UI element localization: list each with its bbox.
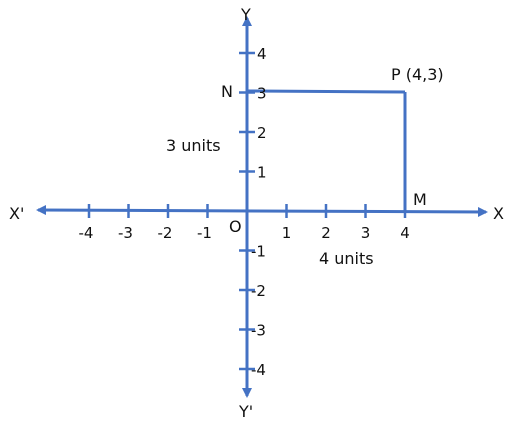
tick-marks [87,51,407,371]
x-tick-label: 4 [400,224,410,242]
y-tick-label: 2 [257,124,267,142]
y-tick-label: 1 [257,164,267,182]
x-tick-label: -2 [158,224,173,242]
origin-label: O [229,217,242,236]
x-tick-label: -4 [79,224,94,242]
y-tick-label: -1 [251,243,266,261]
x-negative-label: X' [9,204,24,223]
x-tick-label: -1 [197,224,212,242]
y-negative-label: Y' [238,402,253,421]
tick-labels: -4 -3 -2 -1 1 2 3 4 4 3 2 1 -1 -2 -3 -4 [79,45,410,379]
horizontal-distance-label: 4 units [319,249,374,268]
y-tick-label: -4 [251,361,266,379]
x-tick-label: -3 [118,224,133,242]
x-tick-label: 3 [361,224,371,242]
point-m-label: M [413,190,427,209]
x-tick-label: 2 [321,224,331,242]
x-axis [36,205,488,217]
point-n-label: N [221,82,233,101]
x-positive-label: X [493,204,504,223]
y-tick-label: -3 [251,322,266,340]
y-tick-label: -2 [251,282,266,300]
y-tick-label: 3 [257,85,267,103]
horizontal-segment-np [246,89,406,94]
y-positive-label: Y [240,5,251,24]
y-tick-label: 4 [257,45,267,63]
point-p-label: P (4,3) [391,65,444,84]
vertical-distance-label: 3 units [166,136,221,155]
x-tick-label: 1 [282,224,292,242]
